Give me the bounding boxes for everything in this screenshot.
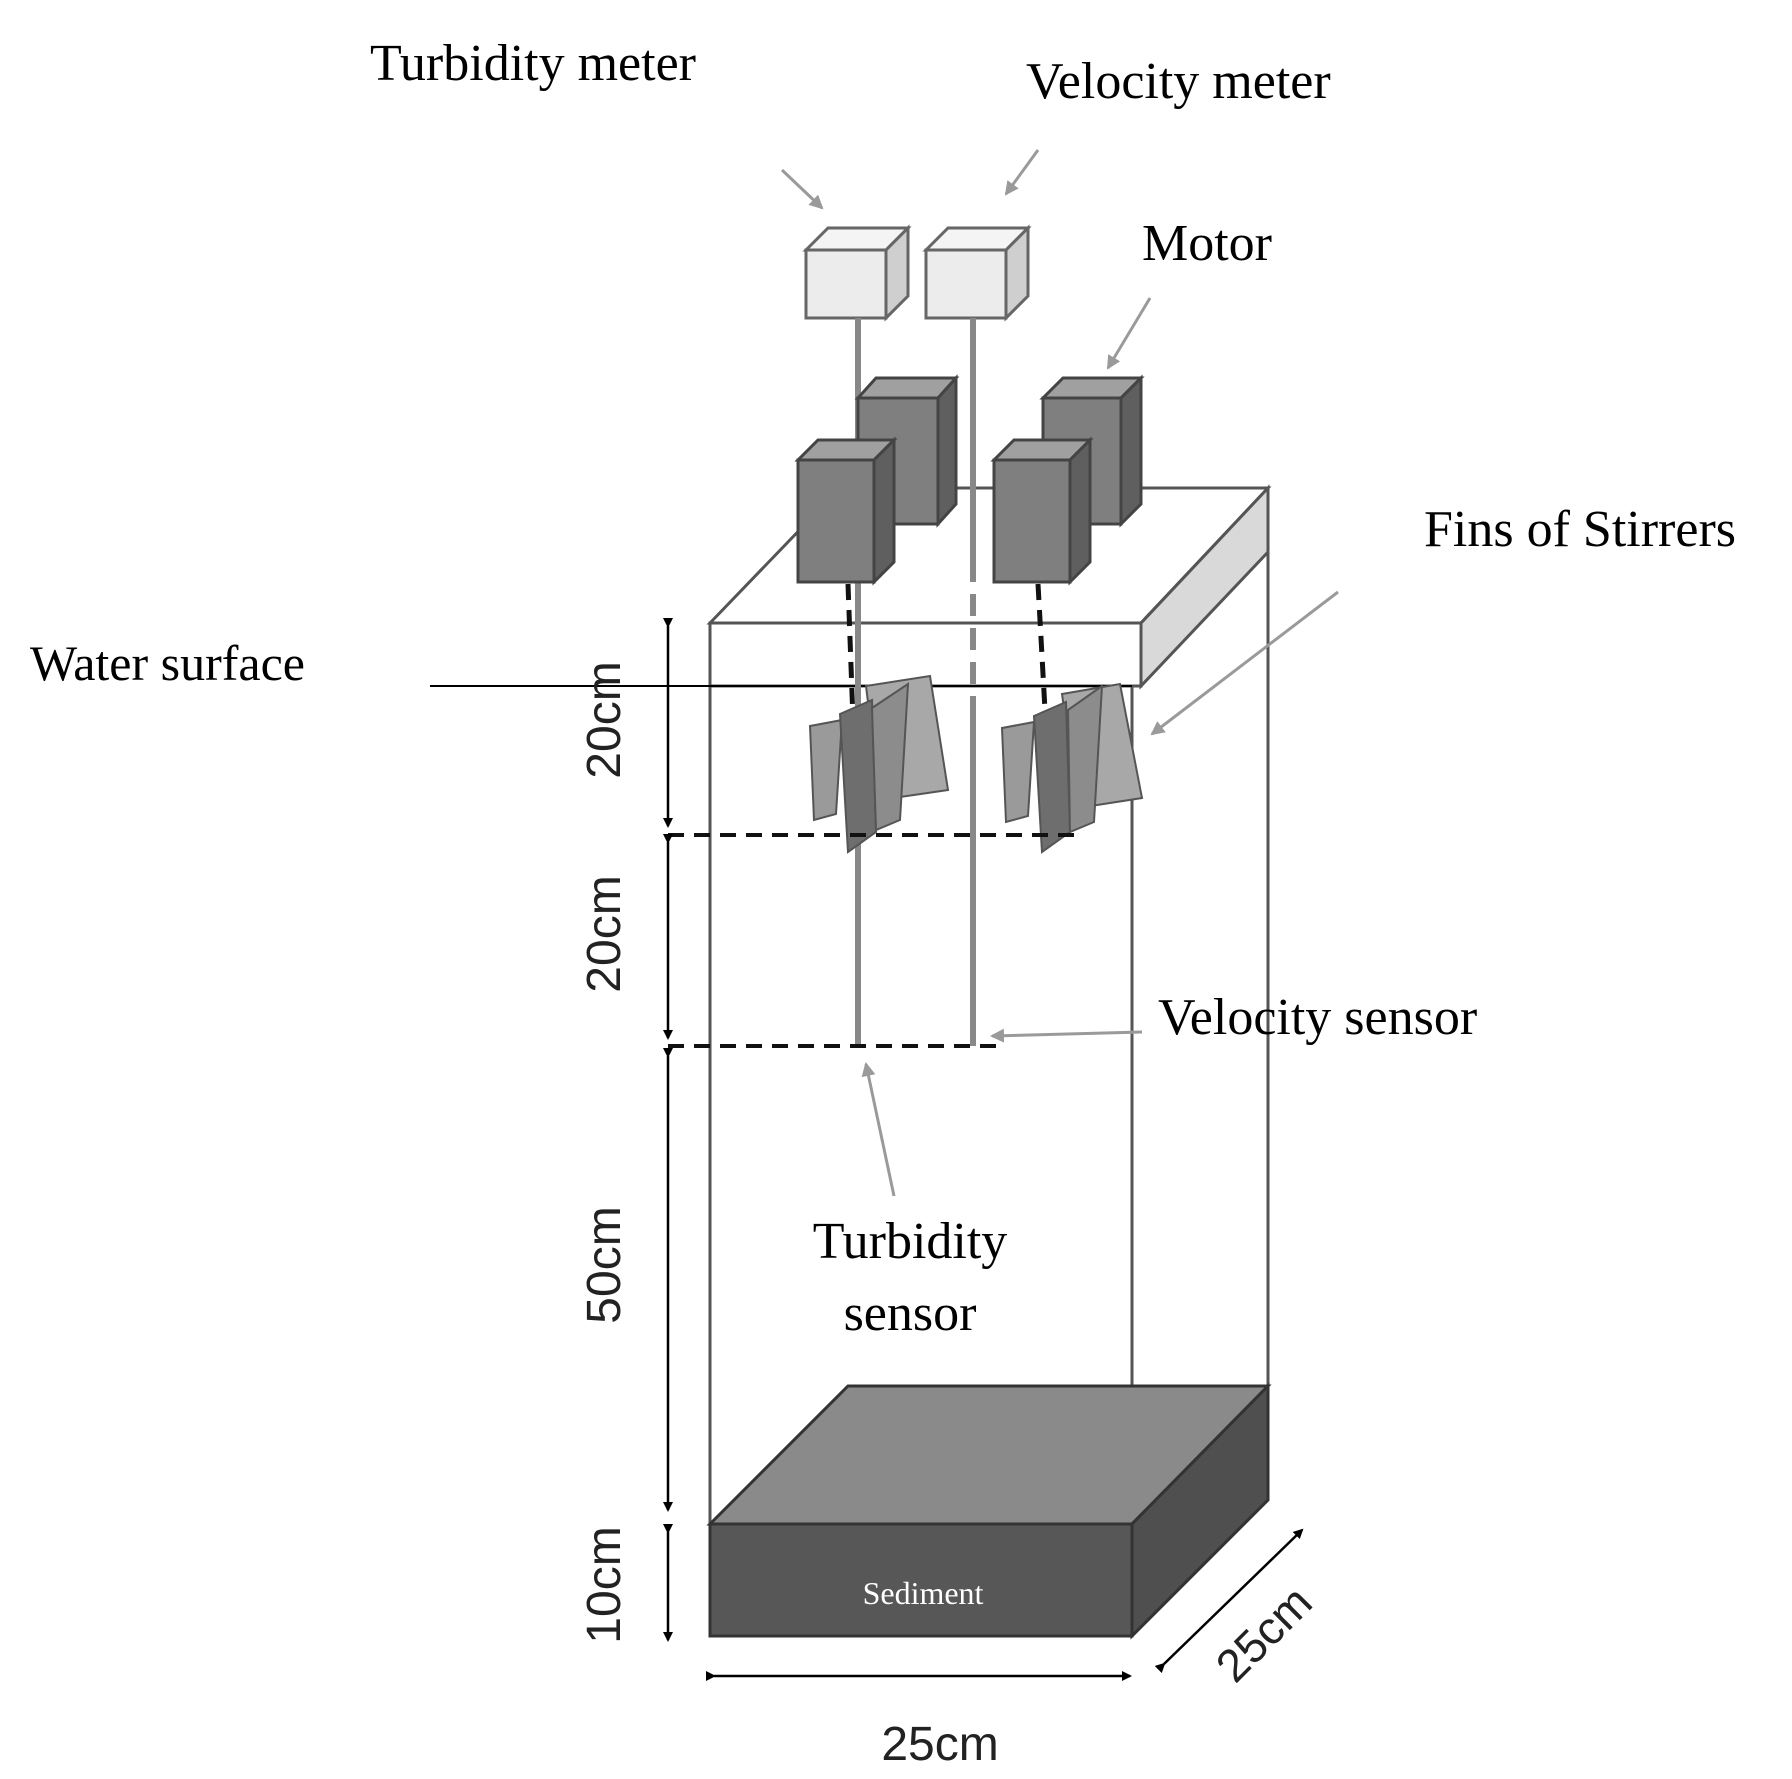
turbidity-sensor-label-line2: sensor xyxy=(844,1285,977,1342)
motor-front-left xyxy=(794,436,898,586)
stirrer-shaft-right xyxy=(1035,583,1048,711)
motor-label: Motor xyxy=(1142,215,1272,272)
dim-label-depth: 25cm xyxy=(1206,1576,1322,1692)
dim-label-sediment-layer: 10cm xyxy=(578,1526,631,1643)
sediment-block xyxy=(706,1382,1272,1640)
callout-arrow-velocity-meter xyxy=(1004,149,1040,196)
tank-lid-front xyxy=(708,621,1143,688)
callout-arrow-turbidity-sensor xyxy=(861,1062,896,1197)
dim-label-width: 25cm xyxy=(881,1718,998,1771)
stirrer-shaft-left xyxy=(845,583,856,721)
fins-of-stirrers-label: Fins of Stirrers xyxy=(1424,501,1736,558)
dim-label-lower-layer: 50cm xyxy=(578,1206,631,1323)
callout-arrow-motor xyxy=(1106,297,1152,370)
stirrer-fins-left xyxy=(808,674,950,854)
turbidity-meter-label: Turbidity meter xyxy=(370,35,696,92)
dim-label-middle-layer: 20cm xyxy=(578,875,631,992)
callout-arrow-velocity-sensor xyxy=(990,1028,1143,1043)
turbidity-meter-box xyxy=(802,224,912,322)
velocity-meter-label: Velocity meter xyxy=(1026,53,1331,110)
velocity-sensor-label: Velocity sensor xyxy=(1158,989,1477,1046)
dim-label-top-layer: 20cm xyxy=(578,661,631,778)
callout-arrow-fins xyxy=(1150,590,1339,736)
sediment-front xyxy=(708,1522,1134,1638)
dim-arrow-depth xyxy=(1154,1528,1304,1674)
turbidity-sensor-label-line1: Turbidity xyxy=(813,1213,1008,1270)
stirrer-fins-right xyxy=(1000,682,1144,854)
water-surface-label: Water surface xyxy=(30,635,305,691)
velocity-meter-box xyxy=(922,224,1032,322)
motor-front-right xyxy=(990,436,1094,586)
callout-arrow-turbidity-meter xyxy=(780,168,824,210)
sediment-label: Sediment xyxy=(863,1575,984,1611)
